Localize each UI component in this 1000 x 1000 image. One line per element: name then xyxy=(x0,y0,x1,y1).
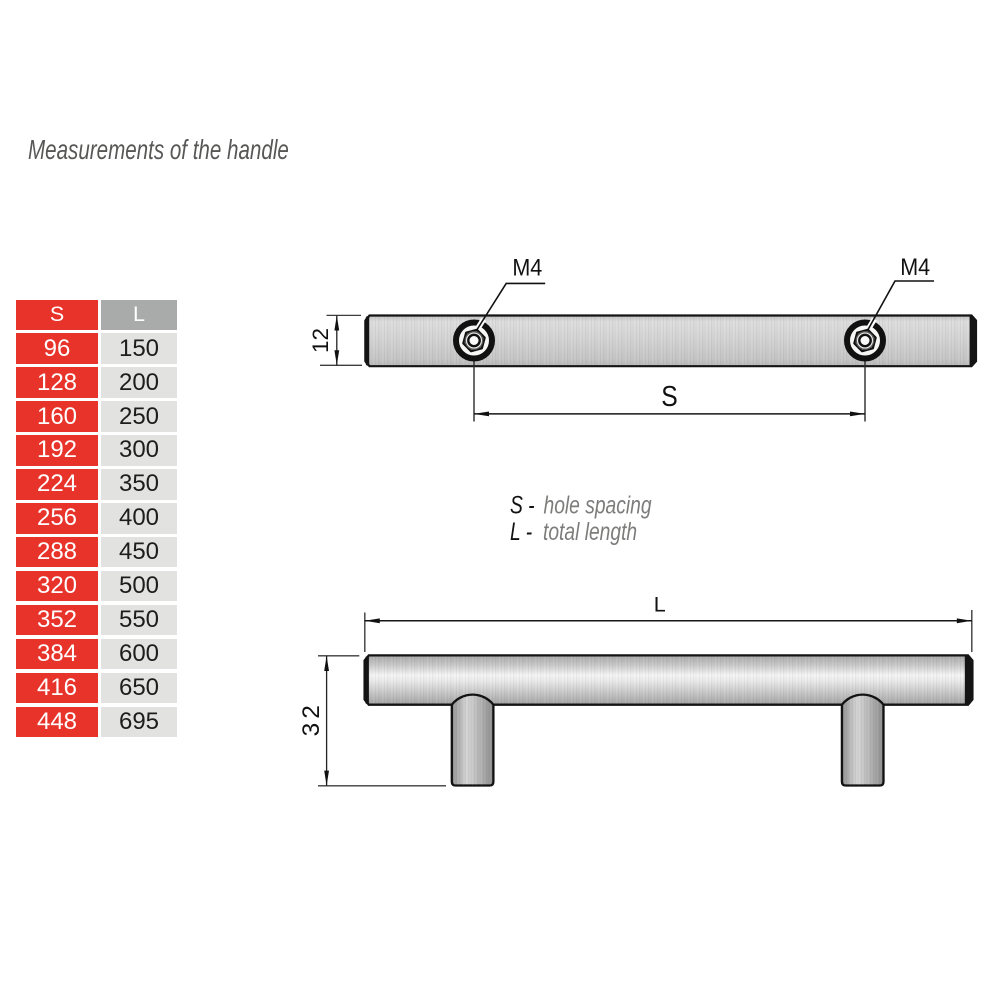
svg-text:M4: M4 xyxy=(900,253,930,281)
svg-text:hole spacing: hole spacing xyxy=(544,491,653,519)
svg-text:L -: L - xyxy=(510,517,532,545)
svg-text:M4: M4 xyxy=(512,253,542,281)
svg-text:total length: total length xyxy=(543,517,637,545)
svg-text:12: 12 xyxy=(308,328,333,353)
svg-text:S -: S - xyxy=(510,491,535,519)
svg-text:32: 32 xyxy=(298,701,325,736)
svg-text:S: S xyxy=(661,380,677,412)
svg-text:L: L xyxy=(654,593,666,617)
